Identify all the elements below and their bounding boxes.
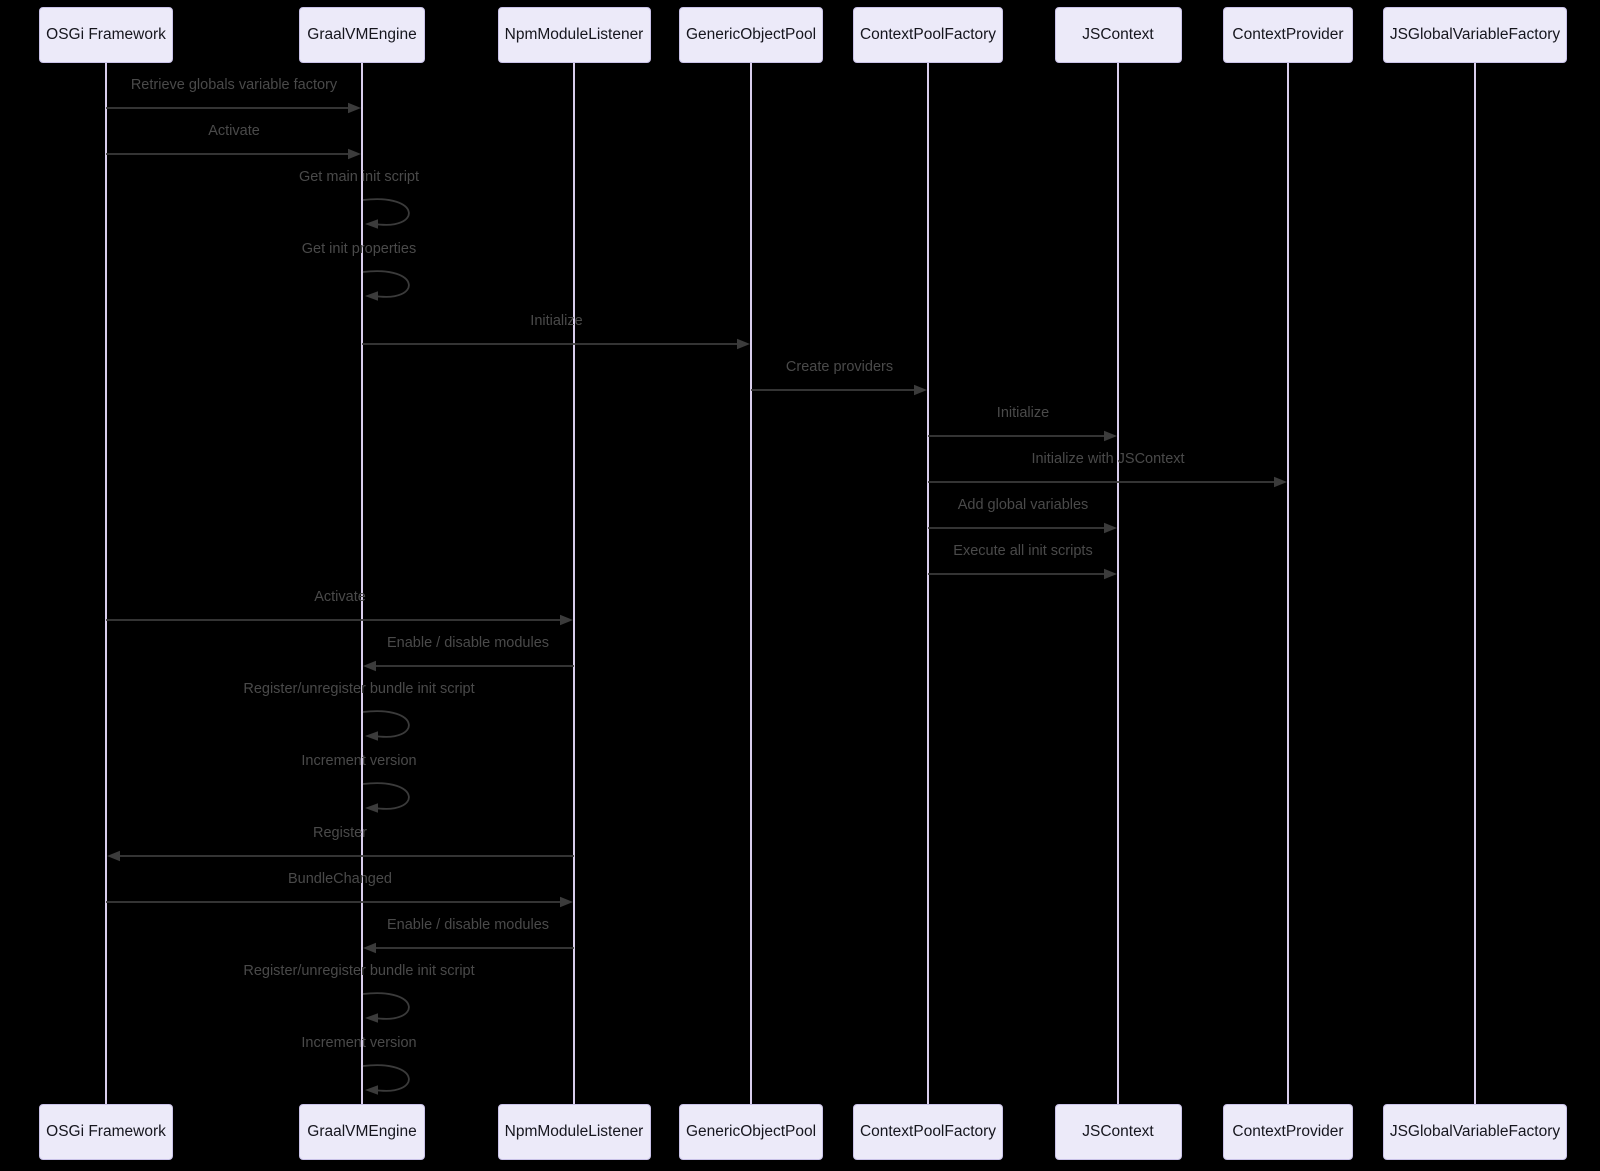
participant-factory-bottom: ContextPoolFactory [853,1104,1003,1160]
participant-osgi-bottom: OSGi Framework [39,1104,173,1160]
participant-osgi-top: OSGi Framework [39,7,173,63]
message-label: Enable / disable modules [386,635,550,651]
message-label: Initialize [996,405,1050,421]
participant-label: ContextPoolFactory [859,1123,997,1140]
self-loop-arrowhead [365,219,378,229]
self-loop-arrowhead [365,803,378,813]
participant-pool-top: GenericObjectPool [679,7,823,63]
message-label: Increment version [301,1035,417,1051]
self-loop-arrowhead [365,1013,378,1023]
participant-label: OSGi Framework [46,26,166,43]
participant-jscontext-bottom: JSContext [1054,1104,1182,1160]
self-loop-arrow [362,1064,410,1092]
participant-pool-bottom: GenericObjectPool [679,1104,823,1160]
participant-label: GenericObjectPool [685,1123,817,1140]
self-loop-arrowhead [365,1085,378,1095]
message-label: Initialize [530,313,583,329]
message-arrowhead [1274,476,1287,488]
self-loop-arrowhead [365,731,378,741]
self-loop-arrow [362,992,410,1020]
participant-label: NpmModuleListener [504,1123,644,1140]
participant-npm-top: NpmModuleListener [497,7,651,63]
message-label: Activate [314,589,366,605]
participant-label: NpmModuleListener [504,26,644,43]
participant-label: GenericObjectPool [685,26,817,43]
message-arrowhead [560,614,573,626]
participant-label: JSContext [1082,1123,1154,1140]
message-arrowhead [914,384,927,396]
self-loop-arrow [362,710,410,738]
message-label: Register/unregister bundle init script [243,681,475,697]
message-label: BundleChanged [287,871,393,887]
message-arrowhead [1104,522,1117,534]
message-arrowhead [363,942,376,954]
message-arrowhead [560,896,573,908]
participant-label: ContextProvider [1232,1123,1344,1140]
message-arrowhead [107,850,120,862]
message-label: Register/unregister bundle init script [243,963,475,979]
participant-provider-bottom: ContextProvider [1223,1104,1353,1160]
message-arrowhead [348,148,361,160]
participant-globals-top: JSGlobalVariableFactory [1383,7,1567,63]
participant-jscontext-top: JSContext [1054,7,1182,63]
message-label: Create providers [785,359,894,375]
message-label: Get init properties [301,241,417,257]
participant-label: OSGi Framework [46,1123,166,1140]
message-arrowhead [1104,430,1117,442]
participant-label: GraalVMEngine [307,1123,417,1140]
message-label: Add global variables [957,497,1089,513]
message-label: Retrieve globals variable factory [130,77,338,93]
message-label: Initialize with JSContext [1031,451,1185,467]
message-label: Enable / disable modules [386,917,550,933]
participant-label: JSContext [1082,26,1154,43]
message-arrowhead [348,102,361,114]
self-loop-arrow [362,270,410,298]
message-arrowhead [1104,568,1117,580]
participant-label: ContextPoolFactory [859,26,997,43]
participant-graal-bottom: GraalVMEngine [299,1104,425,1160]
self-loop-arrow [362,782,410,810]
message-arrowhead [363,660,376,672]
participant-provider-top: ContextProvider [1223,7,1353,63]
message-arrowhead [737,338,750,350]
participant-label: JSGlobalVariableFactory [1389,26,1561,43]
participant-globals-bottom: JSGlobalVariableFactory [1383,1104,1567,1160]
message-label: Register [313,825,367,841]
self-loop-arrow [362,198,410,226]
self-loop-arrowhead [365,291,378,301]
participant-label: GraalVMEngine [307,26,417,43]
participant-npm-bottom: NpmModuleListener [497,1104,651,1160]
message-label: Increment version [301,753,417,769]
message-label: Execute all init scripts [953,543,1093,559]
participant-label: ContextProvider [1232,26,1344,43]
message-label: Activate [208,123,260,139]
participant-graal-top: GraalVMEngine [299,7,425,63]
message-label: Get main init script [298,169,420,185]
participant-factory-top: ContextPoolFactory [853,7,1003,63]
participant-label: JSGlobalVariableFactory [1389,1123,1561,1140]
